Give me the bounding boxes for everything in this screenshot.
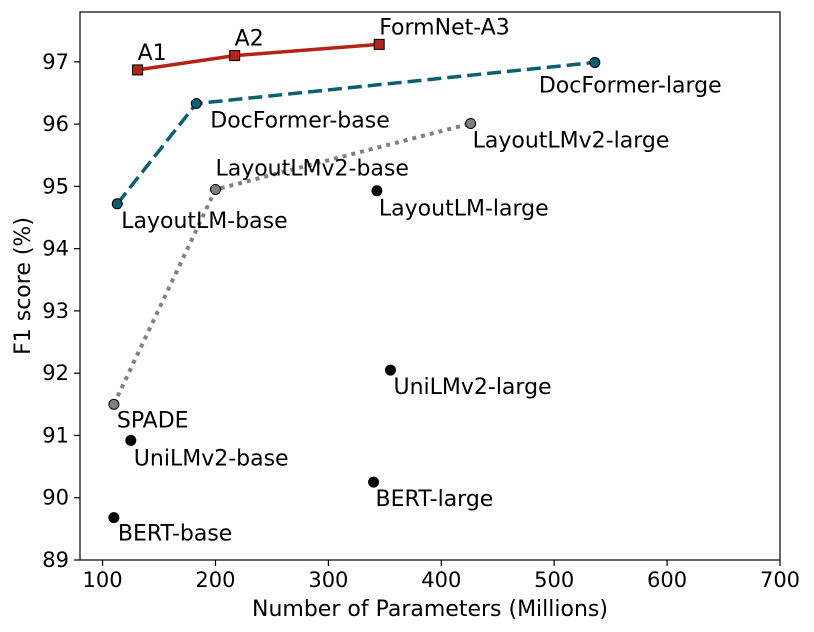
data-label: UniLMv2-base [134, 446, 289, 471]
data-point-docformer [589, 56, 601, 68]
data-point-others [384, 364, 396, 376]
data-label: LayoutLMv2-base [215, 156, 408, 181]
data-label: BERT-base [118, 522, 232, 547]
y-tick-label: 89 [42, 548, 69, 572]
y-axis-label: F1 score (%) [11, 217, 36, 355]
data-label: A2 [235, 27, 264, 52]
data-label: LayoutLM-base [121, 209, 287, 234]
data-label: UniLMv2-large [393, 375, 551, 400]
data-point-docformer [190, 98, 202, 110]
data-label: DocFormer-base [210, 109, 389, 134]
data-point-docformer [111, 198, 123, 210]
data-point-others [368, 476, 380, 488]
data-label: FormNet-A3 [379, 15, 510, 40]
data-point-layoutlmv2 [209, 183, 221, 195]
data-point-formnet [373, 38, 385, 50]
y-tick-label: 91 [42, 423, 69, 447]
y-tick-label: 97 [42, 50, 69, 74]
data-label: DocFormer-large [539, 73, 722, 98]
x-tick-label: 200 [195, 568, 235, 592]
data-point-layoutlmv2 [108, 398, 120, 410]
plot-area [79, 11, 781, 561]
x-tick-label: 400 [421, 568, 461, 592]
data-point-others [371, 185, 383, 197]
y-tick-label: 92 [42, 361, 69, 385]
data-point-formnet [132, 64, 144, 76]
y-tick-label: 96 [42, 112, 69, 136]
data-point-layoutlmv2 [465, 117, 477, 129]
y-axis: 89 90 91 92 93 94 95 96 97 [42, 50, 80, 572]
x-tick-label: 500 [534, 568, 574, 592]
x-tick-label: 100 [83, 568, 123, 592]
x-axis: 100 200 300 400 500 600 700 [83, 560, 800, 592]
data-label: A1 [138, 41, 167, 66]
data-label: BERT-large [376, 487, 494, 512]
data-label: LayoutLM-large [379, 197, 549, 222]
data-label: SPADE [117, 408, 189, 433]
x-tick-label: 700 [760, 568, 800, 592]
data-point-others [108, 512, 120, 524]
y-tick-label: 93 [42, 299, 69, 323]
data-point-others [125, 434, 137, 446]
data-label: LayoutLMv2-large [473, 128, 670, 153]
y-tick-label: 90 [42, 486, 69, 510]
y-tick-label: 95 [42, 174, 69, 198]
x-tick-label: 600 [647, 568, 687, 592]
series-points [108, 38, 601, 524]
data-point-formnet [229, 50, 241, 62]
y-tick-label: 94 [42, 237, 69, 261]
x-tick-label: 300 [308, 568, 348, 592]
x-axis-label: Number of Parameters (Millions) [252, 597, 608, 622]
